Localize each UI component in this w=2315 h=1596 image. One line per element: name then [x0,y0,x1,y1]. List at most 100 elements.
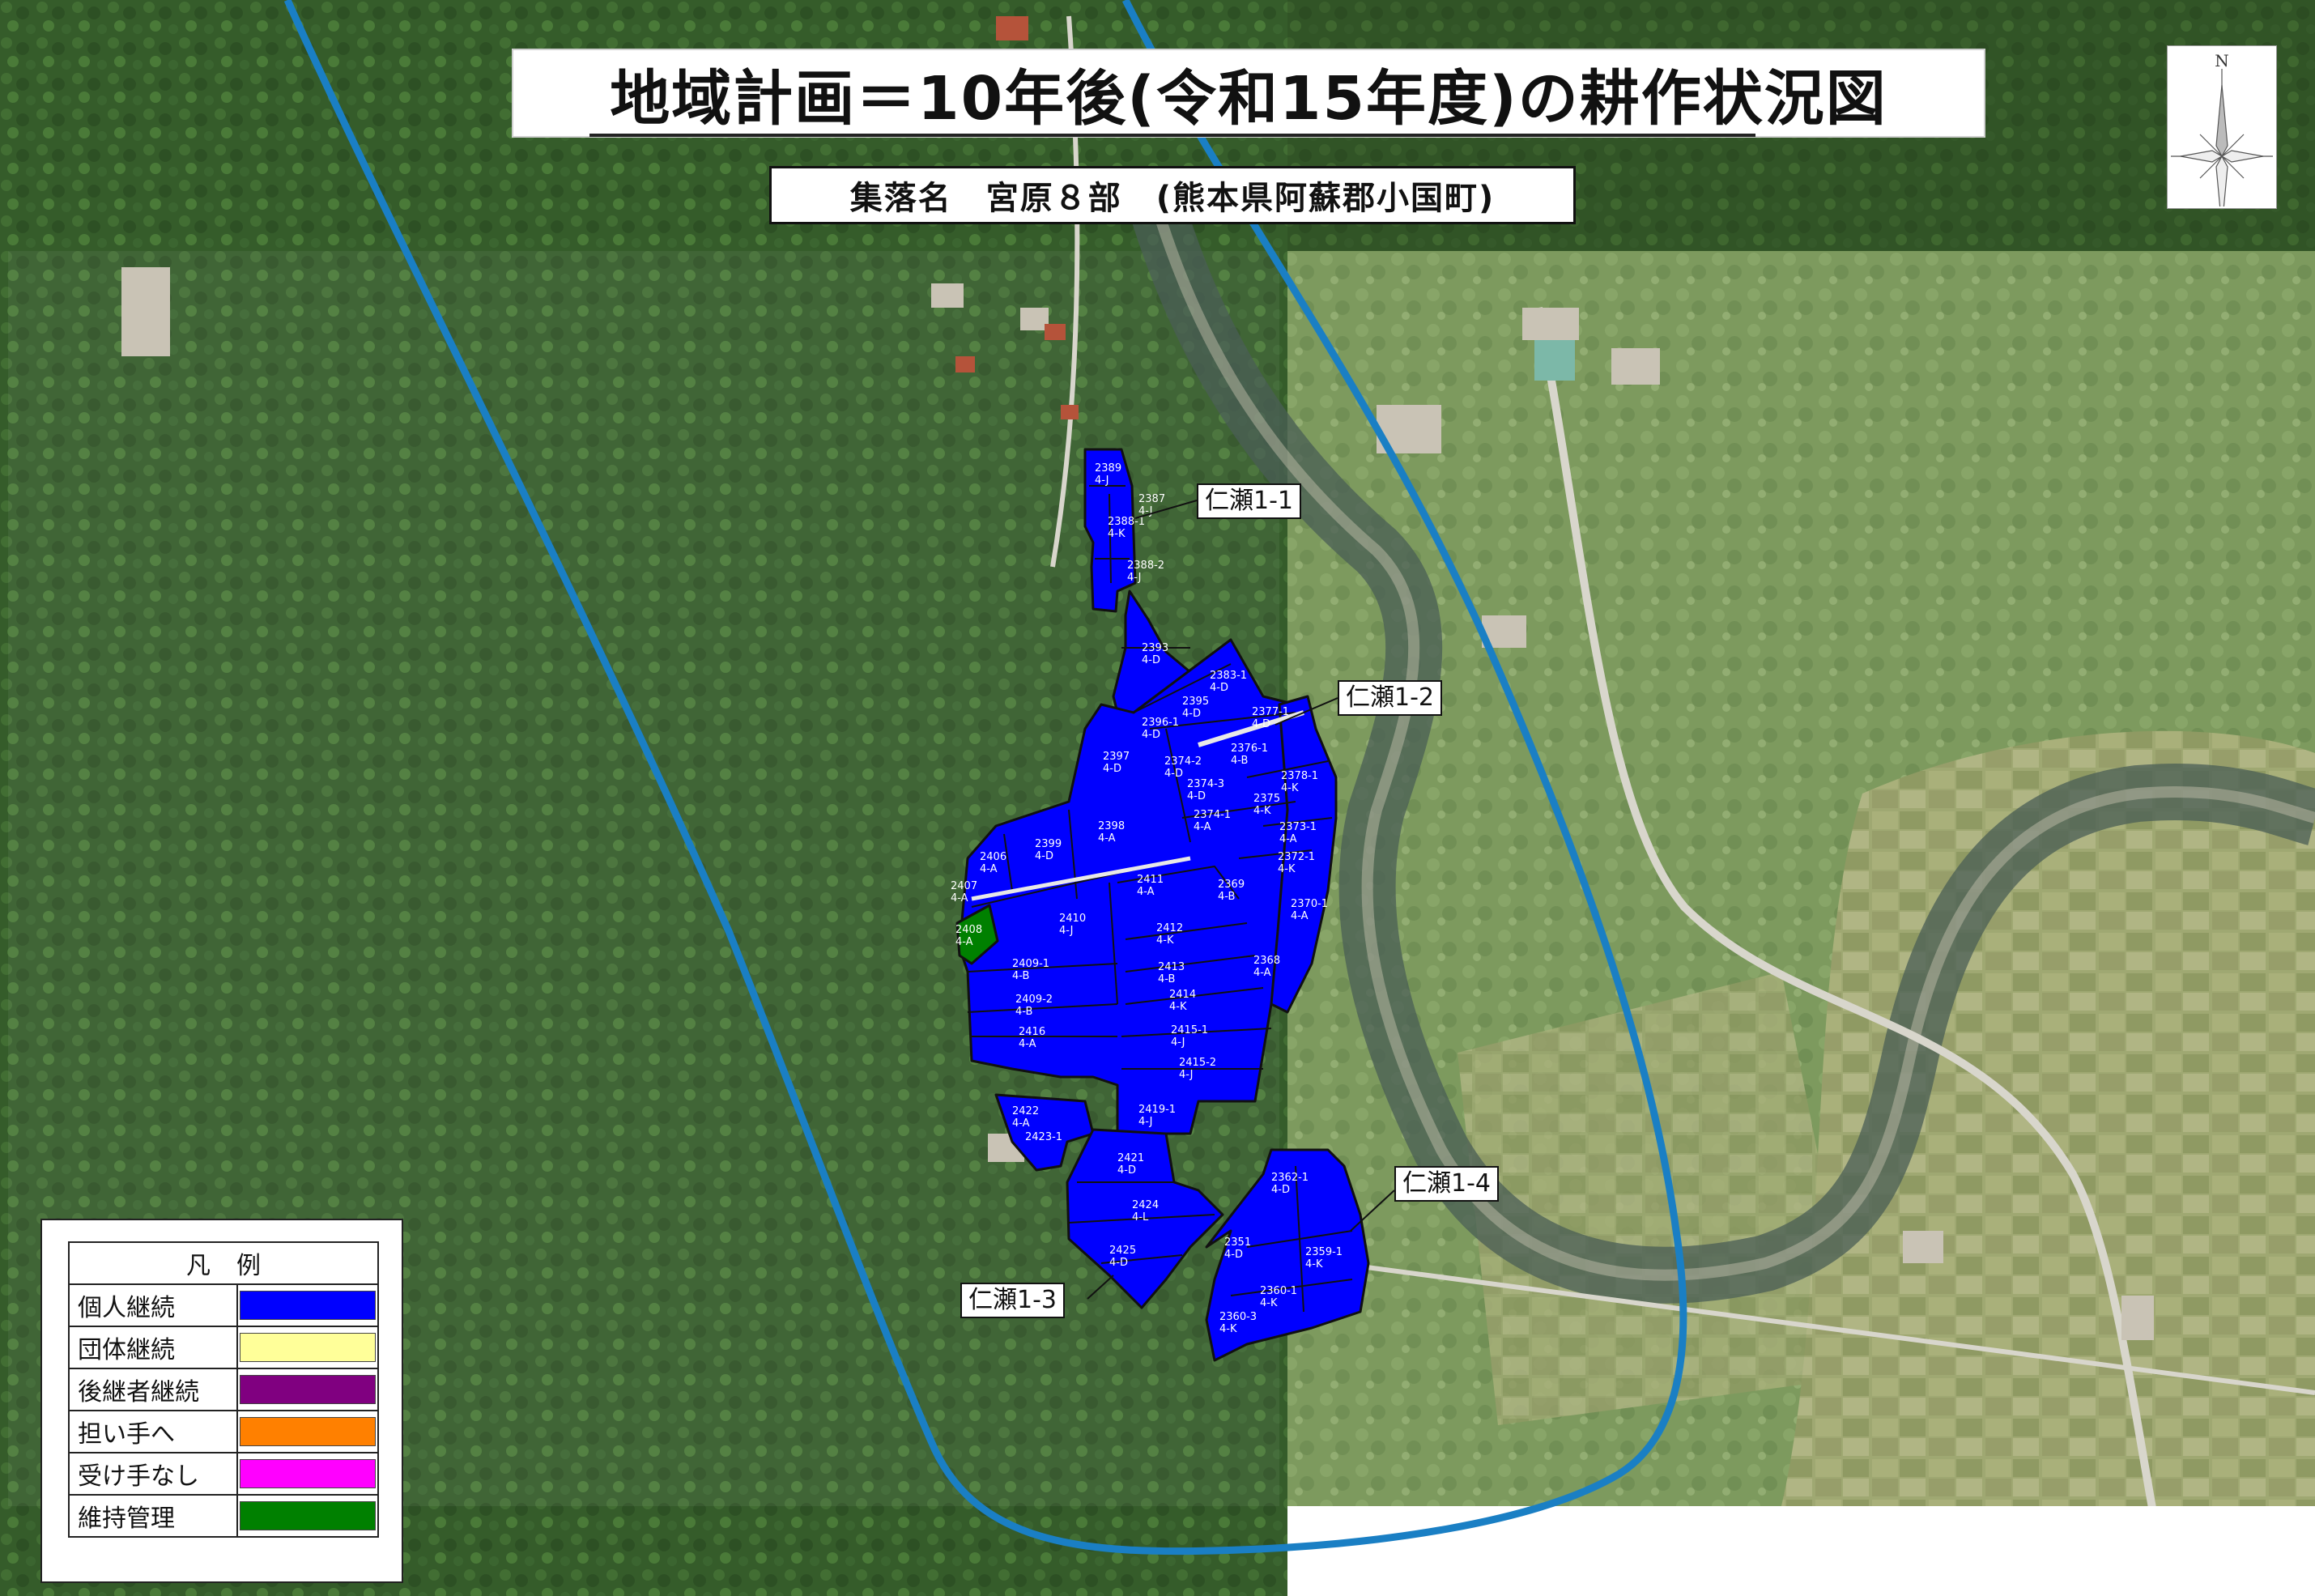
parcel-code: 4-B [1218,891,1235,903]
parcel-number: 2413 [1158,961,1185,973]
legend-swatch [240,1501,376,1530]
parcel-number: 2368 [1253,955,1280,967]
parcel-number: 2374-1 [1194,809,1231,821]
parcel-code: 4-K [1156,934,1174,947]
parcel-number: 2407 [951,880,977,892]
legend-label: 団体継続 [70,1327,238,1368]
parcel-code: 4-J [1138,1116,1153,1128]
parcel-number: 2376-1 [1231,743,1268,755]
parcel-code: 4-D [1271,1184,1290,1196]
parcel-code: 4-A [1137,886,1155,898]
compass-rose-icon [2171,69,2273,206]
parcel-number: 2372-1 [1278,851,1315,863]
parcel-code: 4-A [1253,967,1271,979]
parcel-code: 4-K [1260,1297,1278,1309]
parcel-number: 2389 [1095,462,1121,475]
legend-row-individual: 個人継続 [70,1285,377,1327]
farmland-parcels [955,448,1370,1362]
legend-swatch [240,1459,376,1488]
settlement-subtitle: 集落名 宮原８部 (熊本県阿蘇郡小国町) [849,180,1496,217]
callout-group-1-3: 仁瀬1-3 [960,1283,1065,1318]
parcel-code: 4-K [1108,528,1126,540]
parcel-number: 2411 [1137,874,1164,886]
parcel-number: 2362-1 [1271,1172,1309,1184]
parcel-number: 2419-1 [1138,1104,1176,1116]
parcel-number: 2373-1 [1279,821,1317,833]
project-area-boundary [283,0,1687,1556]
title-underline [589,134,1755,137]
parcel-code: 4-J [1179,1069,1194,1081]
parcel-code: 4-A [1012,1117,1030,1130]
parcel-number: 2414 [1169,989,1196,1001]
parcel-code: 4-B [1158,973,1175,985]
legend-label: 維持管理 [70,1496,238,1536]
parcel-number: 2410 [1059,913,1086,925]
legend-row-to-bearer: 担い手へ [70,1411,377,1453]
legend-swatch [240,1291,376,1320]
parcel-code: 4-A [1279,833,1297,845]
parcel-code: 4-D [1117,1164,1136,1177]
parcel-code: 4-D [1252,718,1270,730]
parcel-number: 2408 [955,924,982,936]
parcel-code: 4-D [1035,850,1053,862]
parcel-number: 2369 [1218,879,1245,891]
parcel-number: 2424 [1132,1199,1159,1211]
legend-swatch [240,1375,376,1404]
parcel-number: 2351 [1224,1236,1251,1249]
parcel-number: 2421 [1117,1152,1144,1164]
parcel-code: 4-K [1169,1001,1187,1013]
legend-row-group: 団体継続 [70,1327,377,1369]
north-label: N [2215,51,2229,70]
parcel-code: 4-J [1171,1036,1185,1049]
parcel-number: 2377-1 [1252,706,1289,718]
legend-row-maintenance: 維持管理 [70,1496,377,1536]
parcel-number: 2398 [1098,820,1125,832]
parcel-group-east-strip [1270,695,1338,1014]
parcel-number: 2422 [1012,1105,1039,1117]
parcel-number: 2393 [1142,642,1168,654]
parcel-code: 4-D [1164,768,1183,780]
legend-label: 担い手へ [70,1411,238,1452]
parcel-code: 4-K [1219,1323,1237,1335]
parcel-number: 2388-2 [1127,560,1164,572]
parcel-code: 4-D [1142,654,1160,666]
callout-group-1-1: 仁瀬1-1 [1197,483,1301,519]
parcel-number: 2383-1 [1210,670,1247,682]
parcel-code: 4-B [1231,755,1248,767]
legend-label: 後継者継続 [70,1369,238,1410]
parcel-code: 4-D [1103,763,1121,775]
parcel-code: 4-D [1224,1249,1243,1261]
parcel-number: 2412 [1156,922,1183,934]
